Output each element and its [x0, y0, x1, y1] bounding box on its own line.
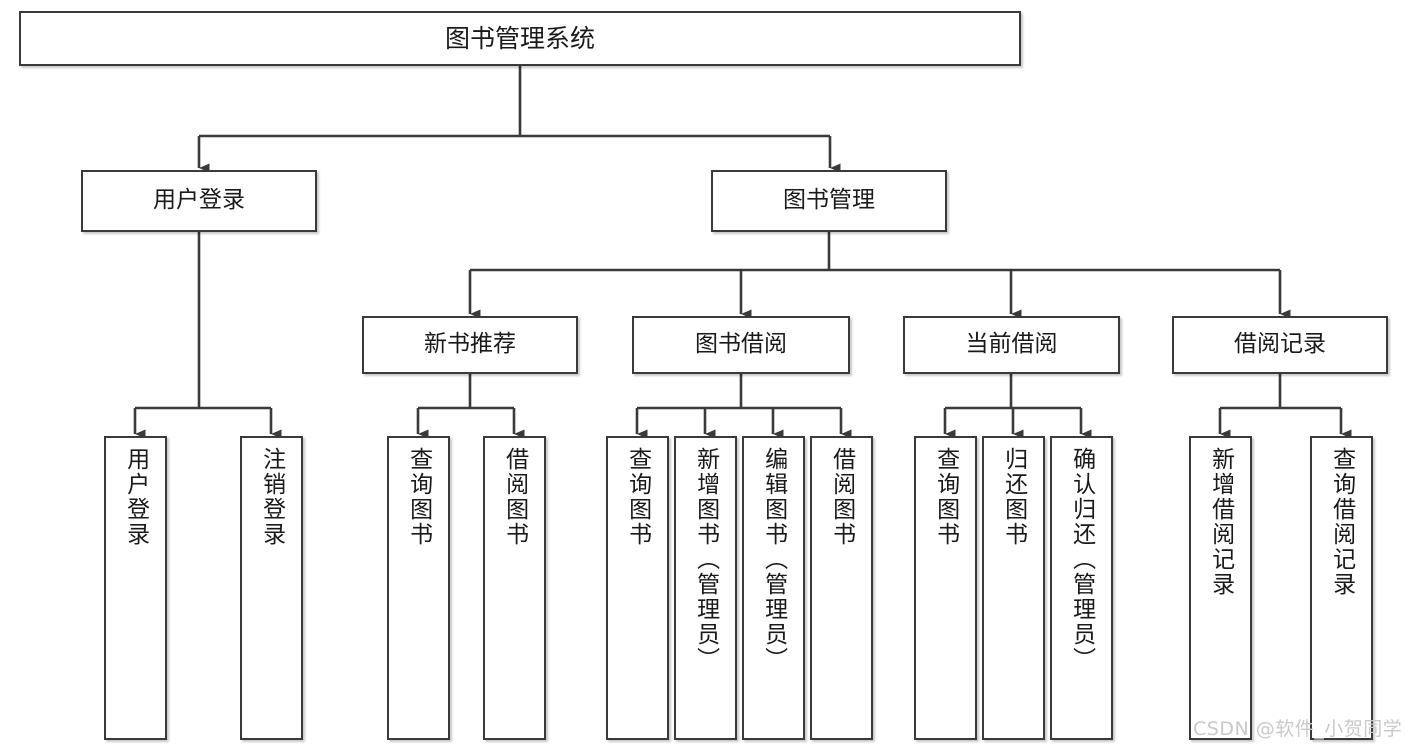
- node-label: 借阅图书: [828, 447, 855, 547]
- node-label: 查询图书: [624, 447, 651, 547]
- node-label: 图书借阅: [695, 331, 787, 358]
- node-leaf-borrow-books-borrowing[interactable]: 借阅图书: [810, 436, 873, 740]
- node-label: 查询图书: [932, 447, 959, 547]
- node-label: 用户登录: [153, 187, 245, 214]
- node-label: 编辑图书（管理员）: [760, 447, 787, 672]
- node-leaf-query-borrowing-record[interactable]: 查询借阅记录: [1310, 436, 1373, 740]
- node-label: 图书管理: [783, 187, 875, 214]
- node-label: 新书推荐: [424, 331, 516, 358]
- node-borrowing-records[interactable]: 借阅记录: [1172, 316, 1388, 374]
- node-new-book-recommendation[interactable]: 新书推荐: [362, 316, 578, 374]
- node-leaf-logout[interactable]: 注销登录: [240, 436, 303, 740]
- node-label: 借阅图书: [501, 447, 528, 547]
- node-label: 用户登录: [122, 447, 149, 547]
- node-label: 注销登录: [258, 447, 285, 547]
- node-book-management[interactable]: 图书管理: [711, 170, 947, 232]
- node-leaf-borrow-books-recommendation[interactable]: 借阅图书: [483, 436, 546, 740]
- node-leaf-confirm-return-admin[interactable]: 确认归还（管理员）: [1050, 436, 1113, 740]
- node-current-borrowing[interactable]: 当前借阅: [903, 316, 1120, 374]
- node-label: 借阅记录: [1234, 331, 1326, 358]
- node-label: 查询图书: [405, 447, 432, 547]
- node-label: 查询借阅记录: [1328, 447, 1355, 597]
- node-label: 新增借阅记录: [1207, 447, 1234, 597]
- node-leaf-add-book-admin[interactable]: 新增图书（管理员）: [674, 436, 737, 740]
- node-label: 图书管理系统: [444, 23, 595, 53]
- node-leaf-user-login[interactable]: 用户登录: [104, 436, 167, 740]
- node-leaf-return-books[interactable]: 归还图书: [982, 436, 1045, 740]
- node-leaf-edit-book-admin[interactable]: 编辑图书（管理员）: [742, 436, 805, 740]
- node-leaf-query-books-recommendation[interactable]: 查询图书: [387, 436, 450, 740]
- node-leaf-add-borrowing-record[interactable]: 新增借阅记录: [1189, 436, 1252, 740]
- node-root-library-management-system[interactable]: 图书管理系统: [19, 11, 1021, 66]
- node-label: 新增图书（管理员）: [692, 447, 719, 672]
- node-book-borrowing[interactable]: 图书借阅: [632, 316, 850, 374]
- node-label: 归还图书: [1000, 447, 1027, 547]
- node-label: 确认归还（管理员）: [1068, 447, 1095, 672]
- node-leaf-query-books-borrowing[interactable]: 查询图书: [606, 436, 669, 740]
- node-user-login[interactable]: 用户登录: [81, 170, 317, 232]
- node-leaf-query-books-current[interactable]: 查询图书: [914, 436, 977, 740]
- node-label: 当前借阅: [965, 331, 1058, 358]
